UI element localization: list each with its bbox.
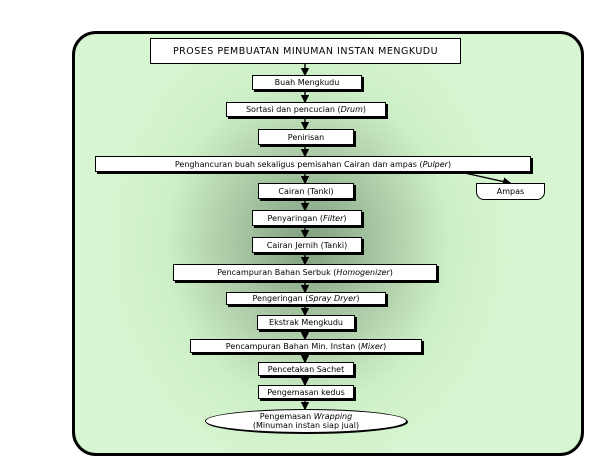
step-pencampuran-serbuk: Pencampuran Bahan Serbuk (Homogenizer): [173, 264, 437, 281]
step-label: Buah Mengkudu: [274, 78, 340, 87]
step-label-em: Homogenizer: [336, 268, 390, 277]
step-label-em: Drum: [340, 105, 363, 114]
step-label-tail: ): [362, 105, 367, 114]
step-label: Penghancuran buah sekaligus pemisahan Ca…: [174, 159, 423, 169]
step-penghancuran: Penghancuran buah sekaligus pemisahan Ca…: [95, 156, 531, 172]
step-label: Penirisan: [287, 132, 325, 142]
step-label-tail: ): [383, 341, 387, 351]
step-label: Cairan (Tanki): [278, 186, 334, 196]
step-label-em: Pulper: [422, 159, 448, 169]
diagram-title: PROSES PEMBUATAN MINUMAN INSTAN MENGKUDU: [150, 38, 461, 64]
step-label: Ekstrak Mengkudu: [269, 318, 343, 327]
step-ekstrak: Ekstrak Mengkudu: [257, 315, 355, 330]
step-pengeringan: Pengeringan (Spray Dryer): [226, 292, 386, 305]
step-label: Pencetakan Sachet: [267, 364, 345, 374]
step-penirisan: Penirisan: [258, 129, 354, 145]
step-label: Sortasi dan pencucian (: [245, 105, 341, 114]
step-label-em: Spray Dryer: [308, 294, 357, 303]
step-label: Cairan Jernih (Tanki): [266, 240, 348, 250]
step-label: Pencampuran Bahan Min. Instan (: [225, 341, 361, 351]
step-label-em: Filter: [322, 213, 344, 223]
step-label: Pengeringan (: [252, 294, 309, 303]
final-line1: Pengemasan Wrapping: [259, 412, 353, 421]
step-cairan-tanki: Cairan (Tanki): [258, 183, 354, 199]
step-label: Penyaringan (: [267, 213, 323, 223]
step-label: Pencampuran Bahan Serbuk (: [217, 268, 337, 277]
final-line2: (Minuman instan siap jual): [252, 421, 360, 430]
step-sortasi: Sortasi dan pencucian (Drum): [226, 102, 386, 117]
step-cairan-jernih: Cairan Jernih (Tanki): [252, 237, 362, 253]
side-ampas: Ampas: [476, 183, 545, 200]
step-pencampuran-instan: Pencampuran Bahan Min. Instan (Mixer): [190, 339, 422, 353]
side-label: Ampas: [496, 187, 525, 196]
step-pencetakan: Pencetakan Sachet: [258, 362, 354, 376]
step-label-tail: ): [356, 294, 360, 303]
step-label-em: Mixer: [361, 341, 384, 351]
step-label-tail: ): [343, 213, 347, 223]
step-label-tail: ): [447, 159, 452, 169]
step-buah-mengkudu: Buah Mengkudu: [252, 75, 362, 90]
step-label-tail: ): [389, 268, 393, 277]
step-penyaringan: Penyaringan (Filter): [252, 210, 362, 226]
step-label: Pengemasan kedus: [267, 387, 345, 397]
step-pengemasan-kedus: Pengemasan kedus: [258, 385, 354, 399]
step-final-wrapping: Pengemasan Wrapping (Minuman instan siap…: [205, 409, 407, 433]
